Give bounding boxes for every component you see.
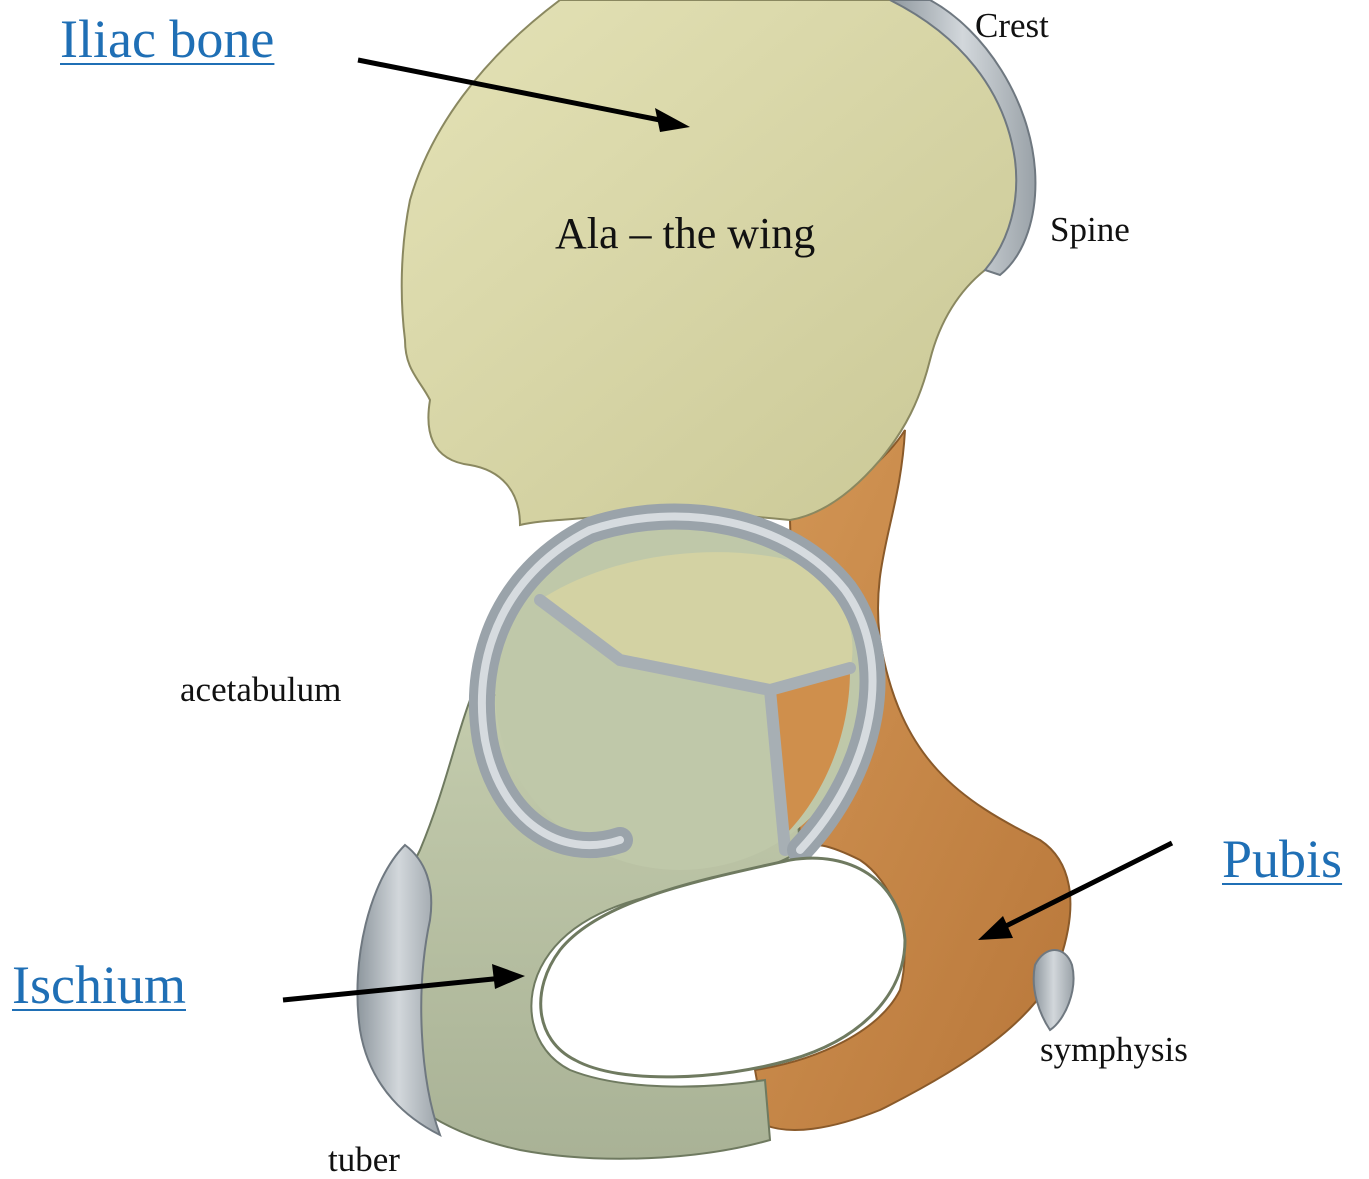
iliac-bone-link[interactable]: Iliac bone xyxy=(60,12,274,66)
spine-label: Spine xyxy=(1050,212,1130,247)
ischium-link[interactable]: Ischium xyxy=(12,958,186,1012)
ilium-region xyxy=(402,0,1021,525)
crest-label: Crest xyxy=(975,8,1049,43)
pubic-symphysis-cartilage xyxy=(1034,950,1074,1030)
symphysis-label: symphysis xyxy=(1040,1032,1188,1067)
acetabulum-label: acetabulum xyxy=(180,672,341,707)
ala-label: Ala – the wing xyxy=(555,212,815,256)
tuber-label: tuber xyxy=(328,1142,400,1177)
pubis-link[interactable]: Pubis xyxy=(1222,832,1342,886)
